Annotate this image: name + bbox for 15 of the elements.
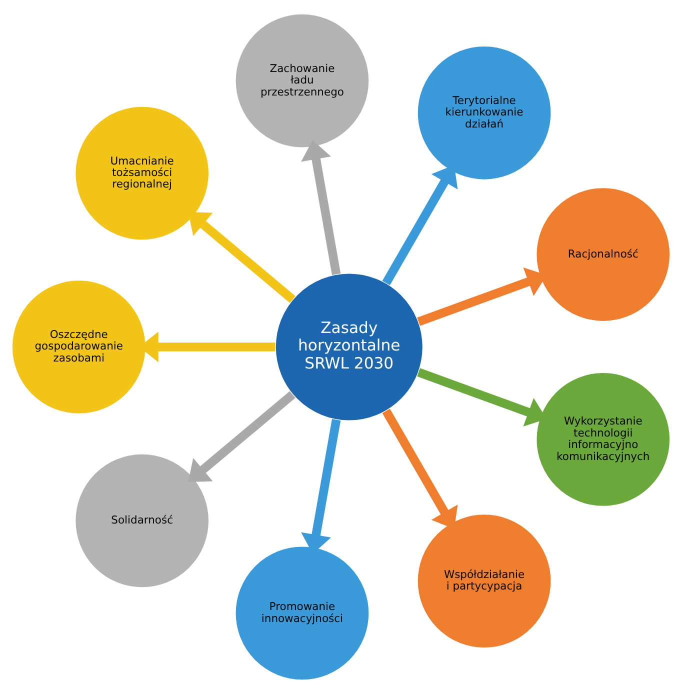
node-circle: Wykorzystanie technologii informacyjno komunikacyjnych	[536, 372, 671, 506]
arrow	[301, 140, 341, 275]
node-circle: Umacnianie tożsamości regionalnej	[74, 105, 210, 240]
node-circle: Terytorialne kierunkowanie działań	[416, 45, 552, 180]
arrow	[382, 408, 458, 528]
node-circle: Współdziałanie i partycypacja	[416, 513, 552, 648]
arrow	[188, 211, 296, 302]
arrow	[188, 390, 296, 482]
node-circle: Zasady horyzontalne SRWL 2030	[274, 272, 424, 421]
node-circle: Zachowanie ładu przestrzennego	[234, 12, 370, 148]
node-circle: Solidarność	[74, 452, 210, 588]
arrow	[382, 164, 458, 285]
node-circle: Racjonalność	[536, 186, 671, 322]
node-circle: Oszczędne gospodarowanie zasobami	[11, 279, 146, 414]
node-circle: Promowanie innowacyjności	[234, 545, 370, 680]
